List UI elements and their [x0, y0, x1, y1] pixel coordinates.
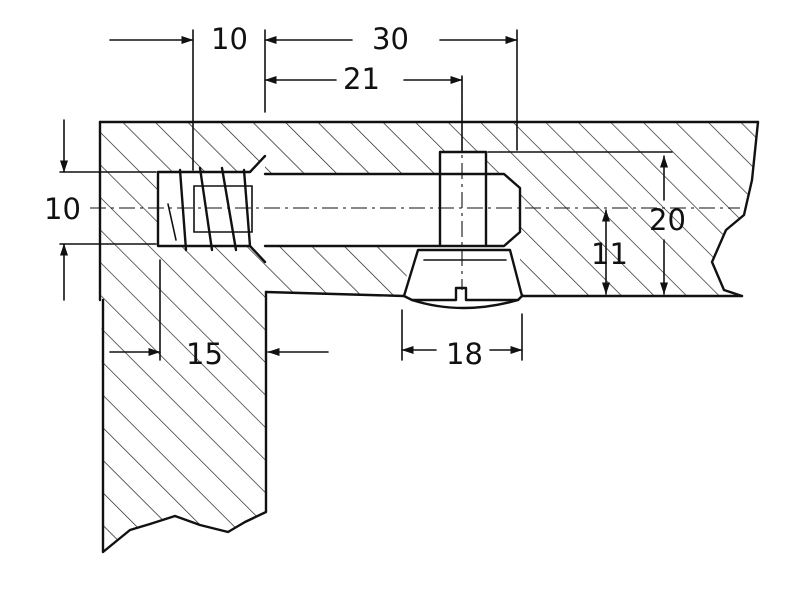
side-panel-outline: [98, 120, 268, 554]
top-panel-break-line: [710, 120, 760, 298]
dim-cam-offset-label: 10: [211, 22, 248, 56]
dim-total-depth-label: 30: [372, 22, 409, 56]
dim-sleeve-depth-label: 15: [186, 337, 223, 371]
dimension-labels: 10 30 21 10 15 18 11 20: [44, 22, 686, 371]
dim-sleeve-diameter-label: 10: [44, 192, 81, 226]
dimension-arrows: [60, 36, 668, 356]
cam-lock-head: [402, 248, 524, 310]
dim-panel-thickness-label: 20: [649, 203, 686, 237]
dim-bolt-to-cam-label: 21: [343, 62, 380, 96]
connecting-bolt: [263, 172, 522, 248]
dim-cam-diameter-label: 18: [446, 337, 483, 371]
cam-pin-slot: [440, 152, 486, 246]
threaded-sleeve: [156, 154, 267, 264]
dim-cam-height-label: 11: [591, 237, 628, 271]
outlines: [98, 120, 760, 554]
cam-pin: [438, 150, 488, 248]
top-panel-outline: [98, 120, 760, 298]
